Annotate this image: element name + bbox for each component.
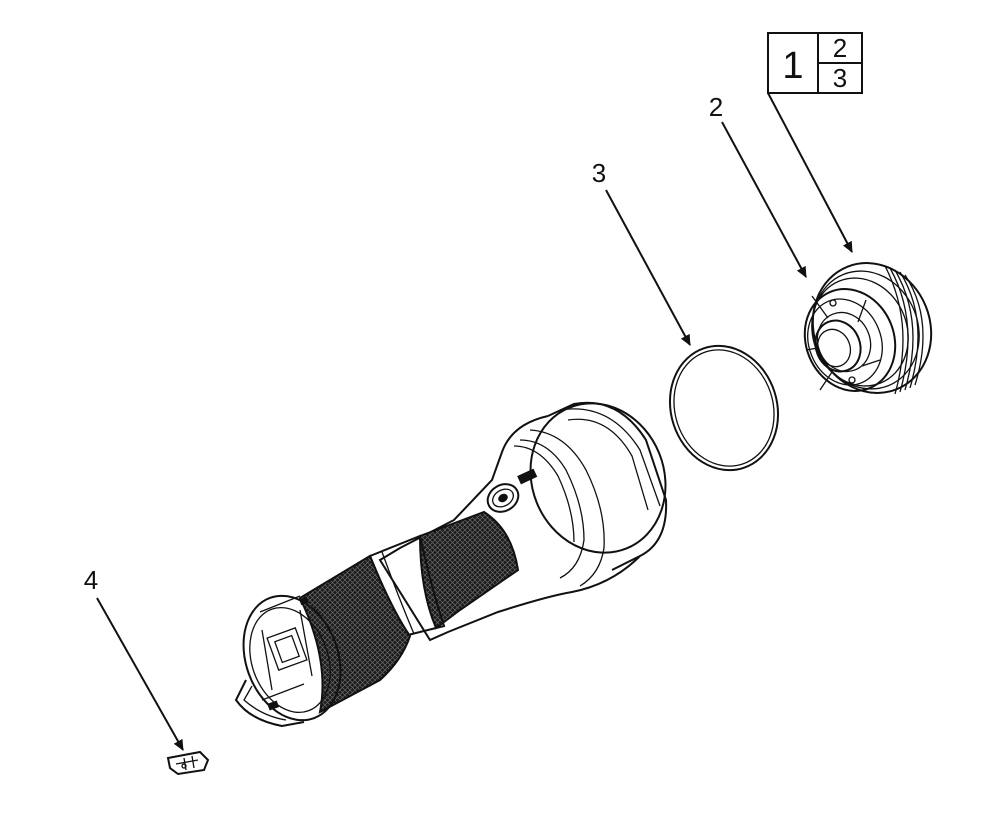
leader-line-4 — [96, 597, 184, 751]
assembly-box-main-number: 1 — [782, 45, 803, 87]
o-ring — [668, 344, 780, 472]
flashlight-body — [234, 401, 668, 728]
assembly-box-top-number: 2 — [833, 33, 847, 63]
knurled-grip — [298, 554, 412, 714]
head-bezel-assembly — [803, 262, 933, 395]
leader-line-3 — [605, 189, 691, 346]
assembly-reference-box: 1 2 3 — [767, 32, 863, 94]
callout-label-3: 3 — [592, 158, 606, 188]
assembly-box-bottom-number: 3 — [833, 63, 847, 93]
power-switch — [486, 468, 538, 513]
callout-label-4: 4 — [84, 565, 98, 595]
clip-part — [166, 750, 210, 776]
thread-lines — [884, 265, 924, 395]
callout-label-2: 2 — [709, 92, 723, 122]
leader-lines — [96, 92, 853, 751]
leader-line-assembly — [767, 92, 853, 253]
tail-cap — [234, 594, 342, 728]
knurled-neck — [418, 510, 520, 630]
leader-line-2 — [721, 121, 807, 278]
